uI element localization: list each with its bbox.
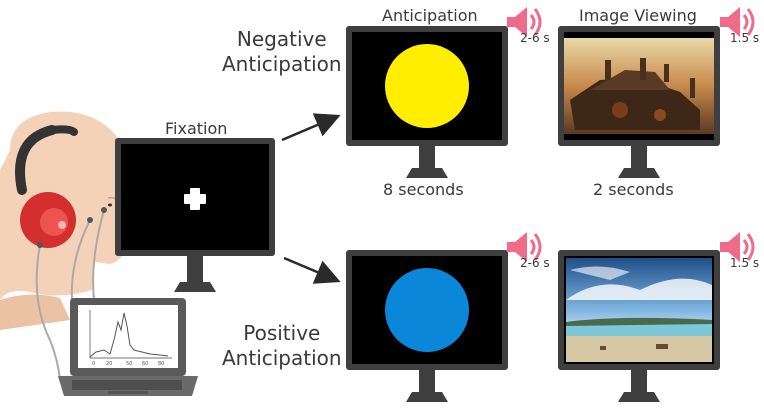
sound-duration-bottom-anticipation: 2-6 s	[520, 256, 550, 270]
negative-anticipation-monitor	[346, 26, 508, 178]
negative-label-line2: Anticipation	[222, 52, 342, 76]
headphones-icon	[15, 125, 78, 248]
anticipation-header: Anticipation	[382, 6, 478, 25]
negative-image-monitor	[558, 26, 720, 178]
speaker-icon	[720, 232, 755, 262]
positive-anticipation-monitor	[346, 250, 508, 402]
negative-label-line1: Negative	[236, 27, 327, 51]
chart-tick: 50	[126, 361, 132, 367]
electrode-wires	[35, 209, 105, 381]
chart-tick: 60	[142, 361, 148, 367]
speaker-icon	[507, 7, 542, 37]
sound-duration-top-image: 1.5 s	[730, 31, 760, 45]
fixation-cross-icon	[184, 188, 206, 210]
anticipation-duration: 8 seconds	[383, 180, 464, 199]
negative-cue-circle	[385, 44, 469, 128]
chart-tick: 0	[92, 361, 95, 367]
fixation-monitor	[115, 138, 275, 292]
negative-image	[564, 38, 714, 134]
image-duration: 2 seconds	[593, 180, 674, 199]
speaker-icon	[507, 232, 542, 262]
sound-duration-bottom-image: 1.5 s	[730, 256, 760, 270]
positive-label-line1: Positive	[243, 321, 321, 345]
participant-figure	[0, 111, 132, 381]
positive-label-line2: Anticipation	[222, 346, 342, 370]
positive-cue-circle	[385, 268, 469, 352]
image-viewing-header: Image Viewing	[579, 6, 697, 25]
positive-image	[566, 258, 712, 362]
positive-image-monitor	[558, 250, 720, 402]
arrow-icon	[281, 113, 341, 142]
speaker-icon	[720, 7, 755, 37]
negative-anticipation-label: Negative Anticipation	[222, 27, 342, 77]
laptop-icon	[58, 298, 198, 396]
fixation-label: Fixation	[165, 119, 228, 138]
positive-anticipation-label: Positive Anticipation	[222, 321, 342, 371]
chart-tick: 20	[106, 361, 112, 367]
chart-tick: 80	[158, 361, 164, 367]
sound-duration-top-anticipation: 2-6 s	[520, 31, 550, 45]
arrow-icon	[283, 256, 341, 284]
